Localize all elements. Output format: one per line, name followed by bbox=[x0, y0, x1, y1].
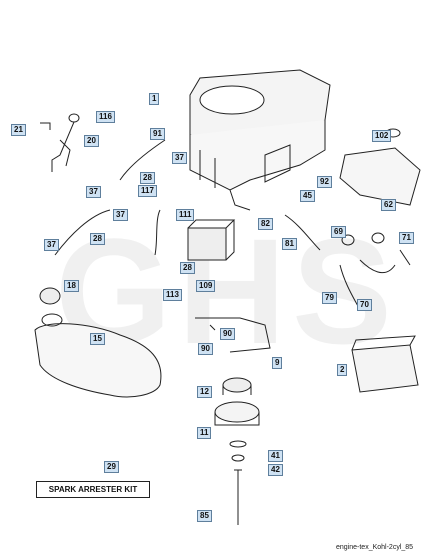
callout-111[interactable]: 111 bbox=[176, 209, 195, 221]
callout-90-right[interactable]: 90 bbox=[220, 328, 235, 340]
callout-2[interactable]: 2 bbox=[337, 364, 348, 376]
engine bbox=[189, 69, 331, 211]
callout-102[interactable]: 102 bbox=[372, 130, 392, 142]
callout-92[interactable]: 92 bbox=[317, 176, 332, 188]
exhaust-pipes bbox=[339, 232, 411, 311]
callout-117[interactable]: 117 bbox=[138, 185, 157, 197]
wire-harness-9 bbox=[195, 317, 271, 353]
spark-arrester-kit-label[interactable]: SPARK ARRESTER KIT bbox=[36, 481, 150, 498]
callout-62[interactable]: 62 bbox=[381, 199, 396, 211]
callout-113[interactable]: 113 bbox=[163, 289, 182, 301]
callout-21[interactable]: 21 bbox=[11, 124, 26, 136]
callout-37-left[interactable]: 37 bbox=[44, 239, 59, 251]
cable-81 bbox=[284, 214, 321, 251]
callout-91[interactable]: 91 bbox=[150, 128, 165, 140]
heat-shield bbox=[339, 147, 421, 206]
clutch-bolt bbox=[229, 440, 247, 525]
callout-9[interactable]: 9 bbox=[272, 357, 283, 369]
callout-41[interactable]: 41 bbox=[268, 450, 283, 462]
callout-11[interactable]: 11 bbox=[197, 427, 212, 439]
callout-15[interactable]: 15 bbox=[90, 333, 105, 345]
callout-79[interactable]: 79 bbox=[322, 292, 337, 304]
callout-12[interactable]: 12 bbox=[197, 386, 212, 398]
callout-18[interactable]: 18 bbox=[64, 280, 79, 292]
callout-82[interactable]: 82 bbox=[258, 218, 273, 230]
callout-71[interactable]: 71 bbox=[399, 232, 414, 244]
callout-37-low[interactable]: 37 bbox=[113, 209, 128, 221]
callout-37-top[interactable]: 37 bbox=[172, 152, 187, 164]
callout-29[interactable]: 29 bbox=[104, 461, 119, 473]
diagram-id: engine-tex_Kohl-2cyl_85 bbox=[336, 544, 414, 551]
callout-28-left[interactable]: 28 bbox=[90, 233, 105, 245]
callout-85[interactable]: 85 bbox=[197, 510, 212, 522]
cable-28-left bbox=[54, 209, 111, 256]
callout-116[interactable]: 116 bbox=[96, 111, 115, 123]
throttle-control bbox=[40, 113, 80, 172]
callout-42[interactable]: 42 bbox=[268, 464, 283, 476]
cable-37 bbox=[119, 139, 166, 181]
fuel-tank bbox=[34, 287, 162, 398]
cable-28-mid bbox=[154, 209, 161, 256]
callout-70[interactable]: 70 bbox=[357, 299, 372, 311]
callout-109[interactable]: 109 bbox=[196, 280, 216, 292]
callout-45[interactable]: 45 bbox=[300, 190, 315, 202]
callout-28-top[interactable]: 28 bbox=[140, 172, 155, 184]
muffler bbox=[351, 335, 419, 393]
callout-37-mid[interactable]: 37 bbox=[86, 186, 101, 198]
battery bbox=[187, 219, 236, 261]
callout-1[interactable]: 1 bbox=[149, 93, 160, 105]
callout-28-mid[interactable]: 28 bbox=[180, 262, 195, 274]
callout-90-left[interactable]: 90 bbox=[198, 343, 213, 355]
callout-81[interactable]: 81 bbox=[282, 238, 297, 250]
callout-20[interactable]: 20 bbox=[84, 135, 99, 147]
callout-69[interactable]: 69 bbox=[331, 226, 346, 238]
electric-clutch bbox=[214, 377, 260, 426]
